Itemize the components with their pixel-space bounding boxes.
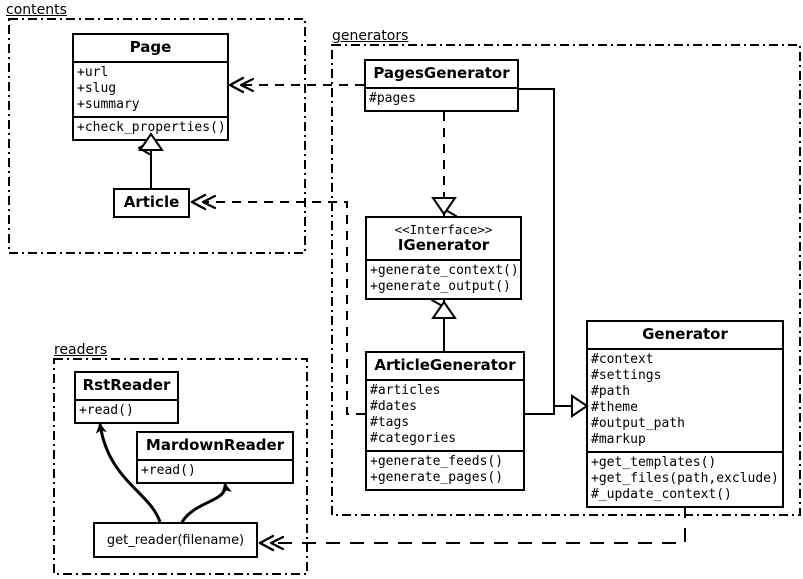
arrowhead-dependency-to-article bbox=[190, 193, 207, 211]
operation: +generate_context() bbox=[370, 263, 519, 278]
attribute: +url bbox=[77, 65, 109, 80]
operation: #_update_context() bbox=[591, 487, 732, 502]
attribute: #output_path bbox=[591, 416, 685, 431]
attribute: #path bbox=[591, 384, 631, 399]
relationship-pagesgenerator-inherits-generator bbox=[519, 88, 572, 407]
operation: +generate_output() bbox=[370, 279, 511, 294]
attribute: #settings bbox=[591, 368, 662, 383]
package-label-generators: generators bbox=[330, 28, 412, 44]
arrowhead-realization-to-igenerator-top bbox=[431, 197, 457, 216]
class-name-pagesgenerator: PagesGenerator bbox=[373, 64, 510, 82]
arrowhead-dependency-to-page bbox=[228, 76, 245, 94]
arrowhead-generalization-to-generator bbox=[571, 394, 589, 418]
operation: +generate_feeds() bbox=[370, 454, 504, 469]
operation: +generate_pages() bbox=[370, 470, 504, 485]
class-operations-generator: +get_templates() +get_files(path,exclude… bbox=[588, 451, 782, 506]
attribute: #articles bbox=[370, 383, 441, 398]
class-name-article: Article bbox=[123, 193, 180, 211]
class-name-text: IGenerator bbox=[397, 236, 490, 254]
class-name-igenerator: <<Interface>> IGenerator bbox=[367, 218, 520, 259]
class-name-generator: Generator bbox=[642, 325, 728, 343]
relationship-get_reader-creates-mardownreader bbox=[180, 483, 232, 523]
arrowhead-dependency-to-get-reader bbox=[258, 534, 275, 552]
attribute: #theme bbox=[591, 400, 638, 415]
class-name-articlegenerator: ArticleGenerator bbox=[374, 356, 516, 374]
attribute: #context bbox=[591, 352, 654, 367]
operation: +check_properties() bbox=[77, 120, 226, 135]
package-label-contents: contents bbox=[4, 2, 70, 18]
class-operations-igenerator: +generate_context() +generate_output() bbox=[367, 259, 520, 298]
relationship-articlegenerator-uses-article bbox=[203, 202, 365, 415]
package-label-readers: readers bbox=[52, 342, 111, 358]
attribute: +summary bbox=[77, 97, 140, 112]
class-box-page[interactable]: Page +url +slug +summary +check_properti… bbox=[72, 33, 229, 141]
class-attributes-articlegenerator: #articles #dates #tags #categories bbox=[367, 379, 523, 450]
relationship-generator-uses-get_reader bbox=[271, 504, 686, 543]
attribute: #pages bbox=[369, 91, 416, 106]
class-attributes-page: +url +slug +summary bbox=[74, 61, 227, 116]
class-box-rstreader[interactable]: RstReader +read() bbox=[74, 371, 179, 424]
attribute: #tags bbox=[370, 415, 410, 430]
attribute: #markup bbox=[591, 432, 646, 447]
attribute: #categories bbox=[370, 431, 457, 446]
class-operations-page: +check_properties() bbox=[74, 116, 227, 139]
class-box-generator[interactable]: Generator #context #settings #path #them… bbox=[586, 320, 784, 508]
class-box-pagesgenerator[interactable]: PagesGenerator #pages bbox=[364, 59, 519, 112]
arrowhead-generalization-to-igenerator-bottom bbox=[431, 300, 457, 319]
class-attributes-generator: #context #settings #path #theme #output_… bbox=[588, 348, 782, 451]
class-box-mardownreader[interactable]: MardownReader +read() bbox=[136, 431, 294, 484]
operation: +get_files(path,exclude) bbox=[591, 471, 779, 486]
relationship-articlegenerator-inherits-generator bbox=[525, 394, 588, 418]
class-operations-mardownreader: +read() bbox=[138, 459, 292, 482]
class-operations-articlegenerator: +generate_feeds() +generate_pages() bbox=[367, 450, 523, 489]
class-box-igenerator[interactable]: <<Interface>> IGenerator +generate_conte… bbox=[365, 216, 522, 300]
class-box-articlegenerator[interactable]: ArticleGenerator #articles #dates #tags … bbox=[365, 351, 525, 491]
attribute: #dates bbox=[370, 399, 417, 414]
class-operations-rstreader: +read() bbox=[76, 399, 177, 422]
class-name-rstreader: RstReader bbox=[82, 376, 171, 394]
function-box-get-reader[interactable]: get_reader(filename) bbox=[93, 522, 258, 558]
class-stereotype-igenerator: <<Interface>> bbox=[394, 222, 493, 237]
class-name-mardownreader: MardownReader bbox=[145, 436, 285, 454]
operation: +read() bbox=[141, 463, 196, 478]
class-name-page: Page bbox=[129, 38, 172, 56]
operation: +get_templates() bbox=[591, 455, 717, 470]
attribute: +slug bbox=[77, 81, 117, 96]
class-box-article[interactable]: Article bbox=[113, 188, 190, 218]
operation: +read() bbox=[79, 403, 134, 418]
class-attributes-pagesgenerator: #pages bbox=[366, 87, 517, 110]
